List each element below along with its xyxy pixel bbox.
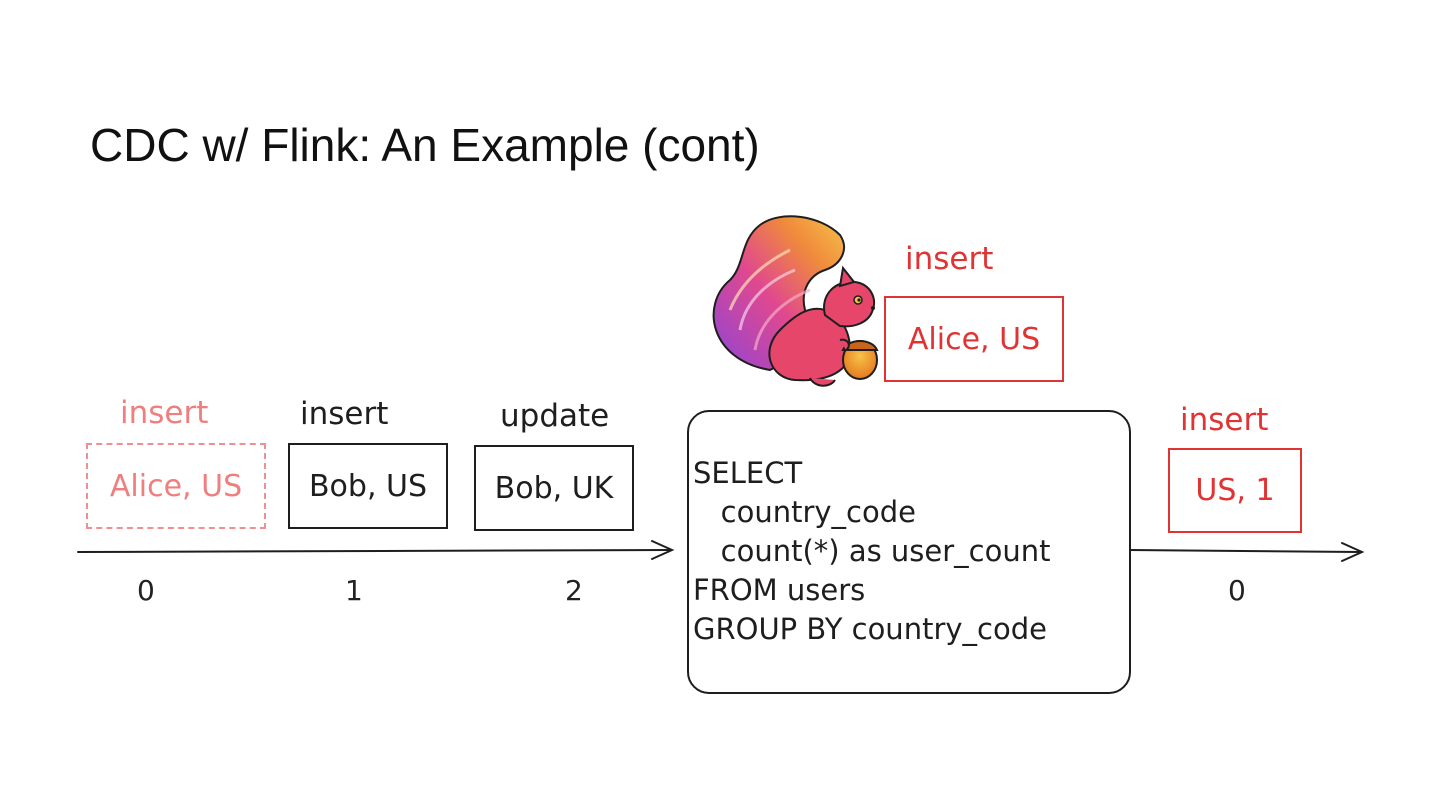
flink-current-op-label: insert — [905, 241, 994, 277]
event-record-box: Bob, US — [288, 443, 448, 529]
event-op-label: update — [500, 398, 610, 434]
sql-query-box: SELECT country_code count(*) as user_cou… — [687, 410, 1131, 694]
sql-line: GROUP BY country_code — [693, 612, 1047, 646]
output-record-box: US, 1 — [1168, 448, 1302, 533]
sql-line: SELECT — [693, 456, 803, 490]
slide-title: CDC w/ Flink: An Example (cont) — [90, 119, 760, 171]
event-record-box: Bob, UK — [474, 445, 634, 531]
sql-line: FROM users — [693, 573, 866, 607]
event-offset: 1 — [345, 574, 363, 607]
sql-line: count(*) as user_count — [693, 534, 1051, 568]
event-op-label: insert — [120, 395, 209, 431]
flink-squirrel-icon — [712, 215, 879, 387]
flink-current-record-box: Alice, US — [884, 296, 1064, 382]
sql-line: country_code — [693, 495, 916, 529]
input-stream-arrow — [77, 540, 675, 560]
output-offset: 0 — [1228, 574, 1246, 607]
event-offset: 0 — [137, 574, 155, 607]
output-stream-arrow — [1127, 542, 1365, 562]
output-op-label: insert — [1180, 402, 1269, 438]
event-op-label: insert — [300, 396, 389, 432]
event-offset: 2 — [565, 574, 583, 607]
event-record-box: Alice, US — [86, 443, 266, 529]
